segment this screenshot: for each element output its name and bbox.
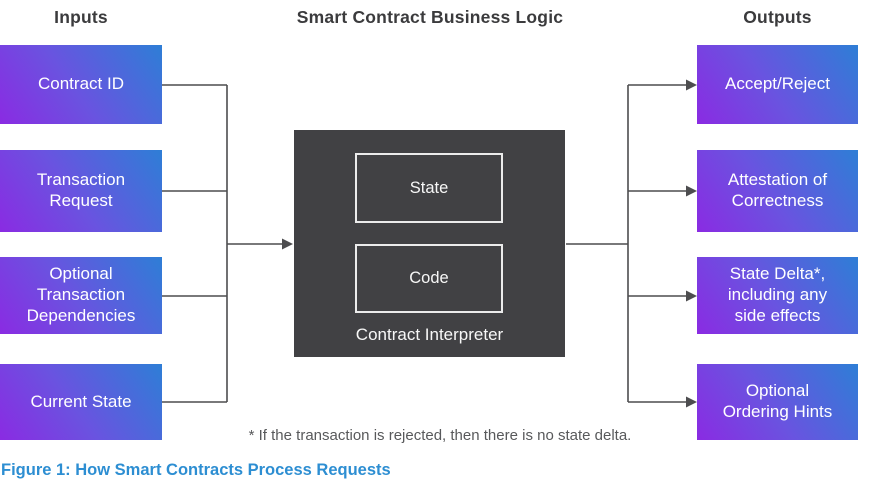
arrow-to-output-2-head <box>686 185 697 197</box>
state-box: State <box>355 153 503 223</box>
arrow-to-interpreter-head <box>282 238 293 250</box>
footnote: * If the transaction is rejected, then t… <box>248 427 632 444</box>
contract-interpreter-label: Contract Interpreter <box>355 325 504 344</box>
input-branch-lines <box>162 84 227 403</box>
arrow-to-output-1-head <box>686 79 697 91</box>
arrow-to-output-3-head <box>686 290 697 302</box>
arrow-to-output-4-head <box>686 396 697 408</box>
output-box-attestation-of-correctness: Attestation of Correctness <box>697 150 858 232</box>
input-box-contract-id: Contract ID <box>0 45 162 124</box>
outputs-header: Outputs <box>743 7 812 27</box>
output-branch-lines <box>628 84 687 403</box>
input-box-transaction-request: Transaction Request <box>0 150 162 232</box>
figure-caption: Figure 1: How Smart Contracts Process Re… <box>1 461 391 479</box>
output-box-accept-reject: Accept/Reject <box>697 45 858 124</box>
output-box-state-delta: State Delta*, including any side effects <box>697 257 858 334</box>
contract-interpreter-box: State Code Contract Interpreter <box>294 130 565 357</box>
inputs-header: Inputs <box>54 7 108 27</box>
input-box-current-state: Current State <box>0 364 162 440</box>
output-box-optional-ordering-hints: Optional Ordering Hints <box>697 364 858 440</box>
code-box: Code <box>355 244 503 313</box>
input-box-optional-transaction-dependencies: Optional Transaction Dependencies <box>0 257 162 334</box>
diagram-title: Smart Contract Business Logic <box>296 7 564 27</box>
